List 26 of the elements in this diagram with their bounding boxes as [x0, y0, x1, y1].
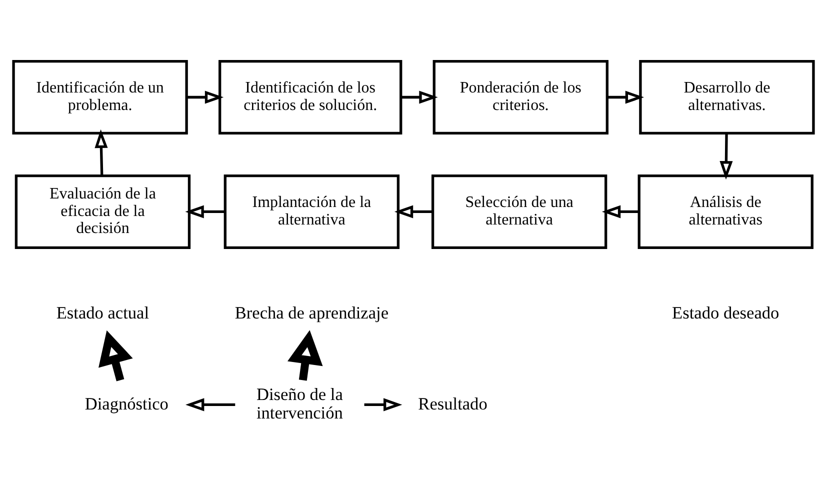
arrow [186, 90, 224, 104]
node-box: Selección de una alternativa [431, 174, 608, 249]
arrow [185, 205, 226, 218]
arrow [364, 398, 402, 412]
arrow [720, 133, 733, 180]
arrow [394, 205, 432, 218]
arrow [401, 90, 438, 104]
arrow [98, 330, 133, 382]
node-box: Análisis de alternativas [638, 174, 814, 249]
node-box: Desarrollo de alternativas. [639, 60, 815, 135]
node-box: Ponderación de los criterios. [432, 60, 608, 135]
node-text: Resultado [418, 394, 488, 414]
node-text: Estado deseado [672, 304, 780, 323]
node-box: Implantación de la alternativa [224, 174, 400, 249]
arrow [287, 330, 323, 381]
arrow [602, 205, 639, 218]
node-text: Brecha de aprendizaje [234, 304, 389, 323]
node-box: Identificación de los criterios de solución. [218, 60, 402, 135]
node-box: Identificación de un problema. [12, 60, 188, 135]
arrow [94, 129, 108, 176]
node-text: Diagnóstico [84, 394, 168, 414]
node-box: Evaluación de la eficacia de la decisión [14, 174, 191, 249]
node-text: Diseño de la intervención [256, 384, 343, 423]
arrow [607, 90, 644, 104]
arrow [186, 398, 236, 412]
node-text: Estado actual [56, 304, 150, 323]
